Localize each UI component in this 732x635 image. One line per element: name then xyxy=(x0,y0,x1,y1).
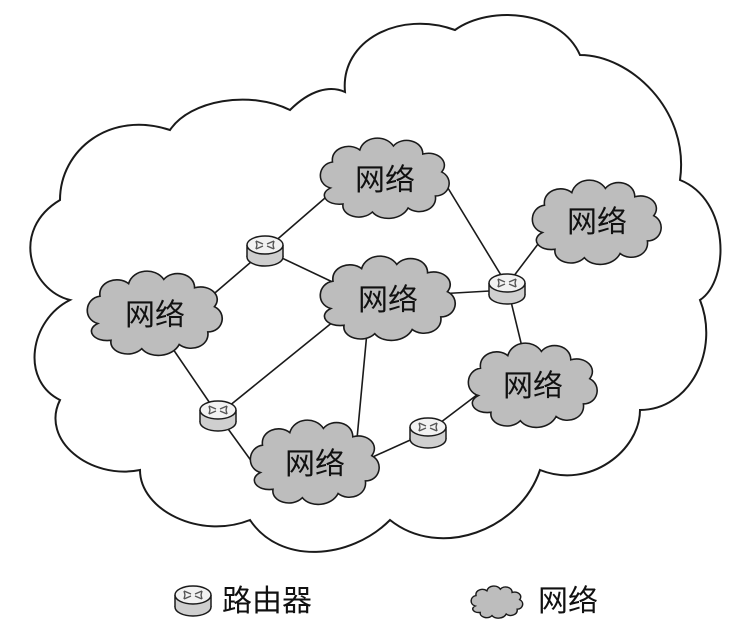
router-icon xyxy=(246,235,284,267)
router-icon xyxy=(409,417,447,449)
router-icon xyxy=(488,273,526,305)
legend-network-label: 网络 xyxy=(538,584,598,619)
legend: 路由器 网络 xyxy=(174,584,598,619)
network-label: 网络 xyxy=(355,163,415,198)
network-label: 网络 xyxy=(285,447,345,482)
legend-network-icon xyxy=(470,585,524,619)
router-icon xyxy=(199,400,237,432)
network-label: 网络 xyxy=(358,283,418,318)
network-label: 网络 xyxy=(125,298,185,333)
link xyxy=(439,174,508,286)
legend-router-icon xyxy=(174,585,212,617)
network-label: 网络 xyxy=(567,205,627,240)
network-label: 网络 xyxy=(503,369,563,404)
legend-router-label: 路由器 xyxy=(222,584,312,619)
